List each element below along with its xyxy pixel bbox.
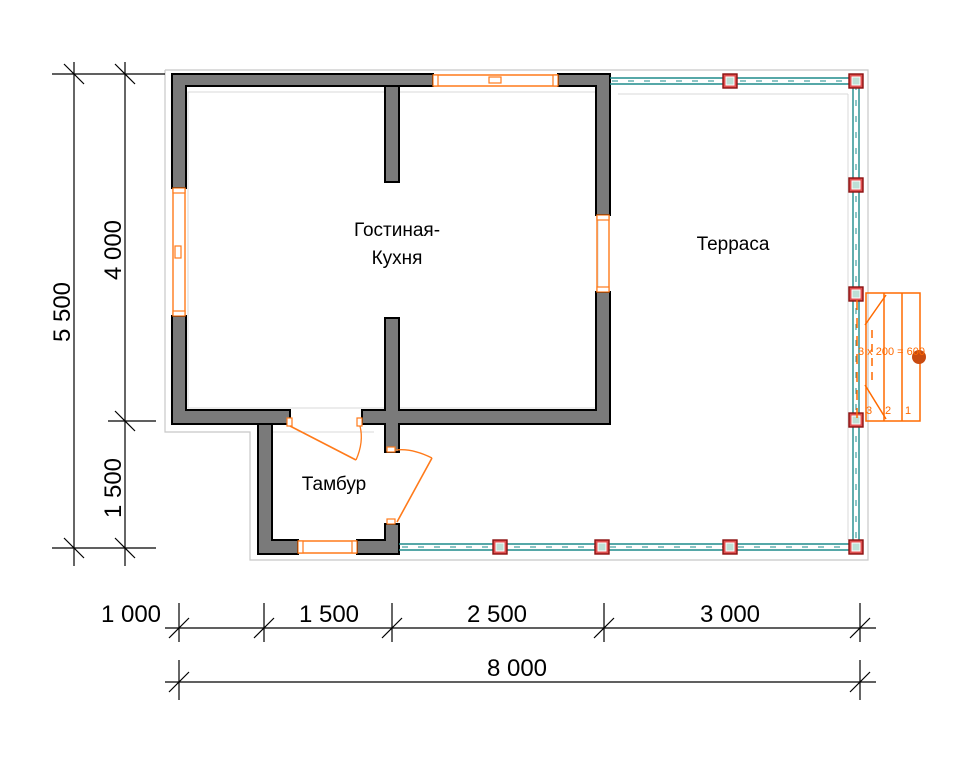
door-living-vestibule bbox=[286, 417, 363, 461]
stair-step-1: 1 bbox=[905, 405, 911, 417]
wall-top-left bbox=[171, 73, 434, 189]
wall-partition-lower bbox=[361, 291, 611, 453]
dim-horizontal-4: 3 000 bbox=[700, 601, 760, 628]
room-label-living-line2: Кухня bbox=[372, 248, 423, 269]
terrace-posts bbox=[492, 73, 864, 555]
dim-vertical-lower: 1 500 bbox=[100, 458, 127, 518]
stair-arrow-marker bbox=[912, 350, 926, 364]
vertical-dimensions: 5 500 4 000 1 500 bbox=[49, 62, 165, 566]
post-right-1 bbox=[848, 177, 864, 193]
window-right bbox=[596, 214, 610, 293]
post-right-3 bbox=[848, 412, 864, 428]
post-right-2 bbox=[848, 286, 864, 302]
terrace-railing bbox=[399, 77, 860, 551]
dim-total-width: 8 000 bbox=[487, 655, 547, 682]
dim-vertical-total: 5 500 bbox=[49, 282, 76, 342]
window-top bbox=[432, 74, 559, 87]
dim-horizontal-1: 1 000 bbox=[101, 601, 161, 628]
dim-horizontal-2: 1 500 bbox=[299, 601, 359, 628]
post-bottom-right bbox=[848, 539, 864, 555]
terrace-stairs: 3 x 200 = 600 3 2 1 bbox=[856, 292, 926, 422]
window-left bbox=[172, 187, 186, 317]
wall-top-right-segment bbox=[557, 73, 611, 216]
dim-horizontal-3: 2 500 bbox=[467, 601, 527, 628]
dim-vertical-upper: 4 000 bbox=[100, 220, 127, 280]
post-top-1 bbox=[722, 73, 738, 89]
stair-step-2: 2 bbox=[885, 405, 891, 417]
room-label-living-line1: Гостиная- bbox=[354, 220, 440, 241]
room-label-vestibule: Тамбур bbox=[302, 474, 367, 495]
stair-step-3: 3 bbox=[866, 405, 872, 417]
room-label-terrace: Терраса bbox=[697, 234, 770, 255]
post-bottom-3 bbox=[722, 539, 738, 555]
stair-formula: 3 x 200 = 600 bbox=[858, 346, 925, 358]
wall-partition-upper bbox=[384, 85, 400, 183]
window-vestibule bbox=[297, 540, 358, 554]
door-vestibule-terrace bbox=[386, 446, 433, 525]
post-top-right bbox=[848, 73, 864, 89]
post-bottom-2 bbox=[594, 539, 610, 555]
wall-vestibule-left bbox=[257, 423, 299, 555]
wall-left-lower bbox=[171, 315, 291, 425]
wall-vestibule-right bbox=[356, 523, 400, 555]
walls bbox=[171, 73, 611, 555]
building-outline bbox=[164, 69, 869, 561]
post-bottom-1 bbox=[492, 539, 508, 555]
horizontal-dimensions: 1 000 1 500 2 500 3 000 8 000 bbox=[101, 601, 876, 700]
